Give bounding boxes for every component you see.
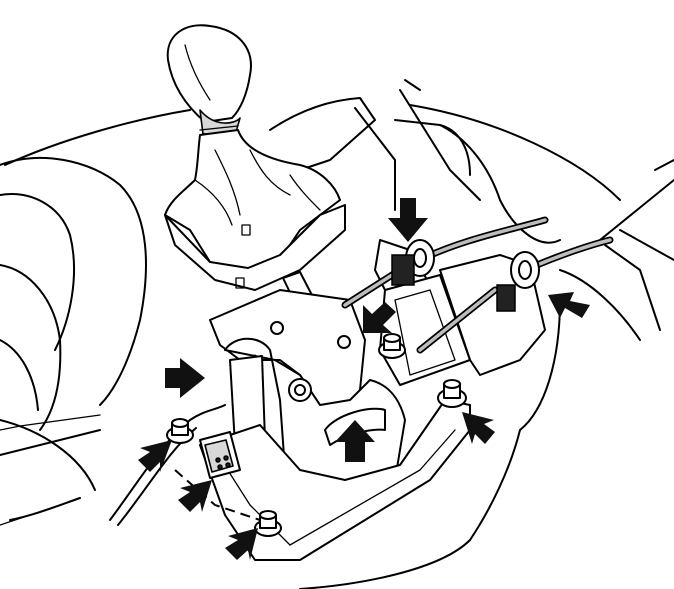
arrow-rear-bolt-right [462, 412, 495, 444]
base-dashed-outline [174, 469, 261, 521]
arrow-front-bolt-left [138, 440, 172, 472]
shift-cables [341, 216, 614, 354]
arrow-cable-end-left [363, 302, 396, 333]
bolt-rear-right [437, 379, 467, 408]
arrow-bracket-left [165, 358, 205, 398]
shift-boot [164, 129, 346, 291]
electrical-connector [199, 431, 241, 479]
gear-knob [166, 24, 252, 135]
callout-arrows [138, 198, 590, 560]
bolt-front-bottom [254, 510, 282, 537]
arrow-front-bolt-bottom [225, 528, 258, 560]
mounting-bolts [166, 333, 467, 537]
arrow-center-slot [335, 420, 375, 462]
arrow-cable-upper-clip [388, 198, 428, 242]
arrow-connector [178, 480, 212, 512]
arrow-cable-lower-clip [548, 292, 590, 318]
bolt-rear-center [378, 333, 406, 359]
bolt-front-left [166, 418, 194, 444]
